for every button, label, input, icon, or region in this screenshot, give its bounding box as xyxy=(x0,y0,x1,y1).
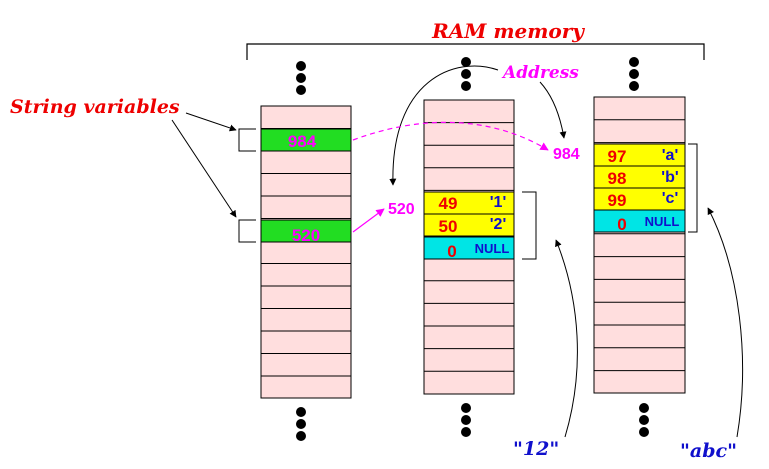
code-97: 97 xyxy=(608,147,627,166)
arrow-label-to-var1 xyxy=(185,112,237,132)
ellipsis-dot xyxy=(629,81,639,91)
char-b: 'b' xyxy=(661,169,678,186)
memory-column-string-12: 49 '1' 50 '2' 0 NULL xyxy=(423,99,515,395)
memory-column-variables: 984 520 xyxy=(260,105,352,399)
pointer-value-984: 984 xyxy=(288,132,317,151)
label-string-variables: String variables xyxy=(10,96,180,118)
label-string-abc: "abc" xyxy=(680,440,737,462)
ellipsis-dot xyxy=(296,431,306,441)
label-string-12: "12" xyxy=(513,438,559,460)
ellipsis-dot xyxy=(639,403,649,413)
char-null-b: NULL xyxy=(645,214,680,229)
pointer-arrow-520 xyxy=(352,208,385,233)
ellipsis-dot xyxy=(629,57,639,67)
arrow-12-to-bracket xyxy=(555,239,578,438)
arrow-abc-to-bracket xyxy=(707,207,743,438)
ellipsis-dot xyxy=(461,403,471,413)
var-bracket-1 xyxy=(238,128,256,152)
code-0-a: 0 xyxy=(447,242,456,261)
ellipsis-dot xyxy=(639,415,649,425)
ellipsis-dot xyxy=(296,85,306,95)
ellipsis-dot xyxy=(461,69,471,79)
pointer-value-520: 520 xyxy=(292,226,320,245)
arrow-address-to-520 xyxy=(389,65,499,186)
string-abc-bracket xyxy=(688,143,698,233)
ellipsis-dot xyxy=(629,69,639,79)
code-98: 98 xyxy=(608,169,627,188)
arrow-label-to-var2 xyxy=(171,119,237,218)
ellipsis-dot xyxy=(296,73,306,83)
ram-bracket xyxy=(246,43,705,60)
ellipsis-dot xyxy=(461,81,471,91)
title-ram-memory: RAM memory xyxy=(431,19,585,43)
address-984: 984 xyxy=(553,146,580,163)
char-c: 'c' xyxy=(662,190,679,207)
pointer-cell-520 xyxy=(260,219,352,243)
ellipsis-dot xyxy=(461,57,471,67)
memory-column-string-abc: 97 'a' 98 'b' 99 'c' 0 NULL xyxy=(593,96,686,394)
pointer-arrow-984 xyxy=(352,121,549,151)
pointer-cell-984 xyxy=(260,128,352,152)
label-address: Address xyxy=(501,63,579,83)
code-99: 99 xyxy=(608,191,627,210)
code-49: 49 xyxy=(439,194,458,213)
ellipsis-dot xyxy=(296,407,306,417)
ellipsis-dot xyxy=(461,427,471,437)
code-50: 50 xyxy=(439,217,458,236)
ellipsis-dot xyxy=(639,427,649,437)
arrow-address-to-984 xyxy=(539,81,567,139)
char-a: 'a' xyxy=(662,147,679,164)
var-bracket-2 xyxy=(238,219,256,243)
address-520: 520 xyxy=(388,201,415,218)
ellipsis-dots xyxy=(296,57,649,441)
code-0-b: 0 xyxy=(617,215,626,234)
char-null-a: NULL xyxy=(475,241,510,256)
ellipsis-dot xyxy=(296,419,306,429)
ellipsis-dot xyxy=(461,415,471,425)
char-2: '2' xyxy=(490,216,507,233)
ellipsis-dot xyxy=(296,61,306,71)
string-12-bracket xyxy=(522,191,537,260)
char-1: '1' xyxy=(490,194,507,211)
